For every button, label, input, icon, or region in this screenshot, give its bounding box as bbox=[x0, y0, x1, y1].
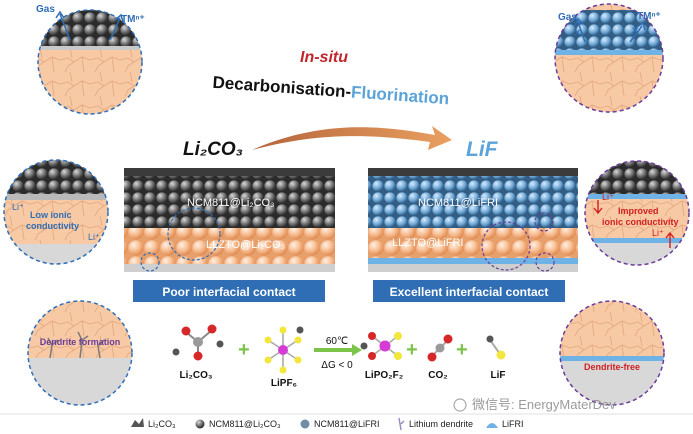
right-top-zoom-circle: ✕ ✕ Gas TMⁿ⁺ bbox=[554, 3, 664, 113]
left-electrolyte-layer bbox=[124, 228, 335, 264]
reaction-temperature: 60℃ bbox=[326, 336, 348, 347]
right-lifri-interlayer bbox=[368, 258, 578, 264]
dendrite-formation-text: Dendrite formation bbox=[40, 337, 121, 347]
left-mid-li-a: Li⁺ bbox=[12, 202, 24, 212]
left-banner-text: Poor interfacial contact bbox=[162, 285, 295, 299]
left-cathode-label: NCM811@Li₂CO₃ bbox=[187, 197, 275, 209]
li2co3-molecule bbox=[172, 324, 224, 361]
lipf6-formula: LiPF₆ bbox=[271, 378, 297, 389]
right-cell-stack: NCM811@LiFRI LLZTO@LiFRI Excellent inter… bbox=[368, 168, 578, 302]
product-label: LiF bbox=[466, 138, 499, 161]
right-mid-text-1: Improved bbox=[618, 206, 659, 216]
right-bottom-zoom-circle: Dendrite-free bbox=[559, 300, 665, 406]
svg-text:✕: ✕ bbox=[573, 28, 581, 39]
reaction-arrow bbox=[314, 344, 362, 356]
dendrite-free-text: Dendrite-free bbox=[584, 362, 640, 372]
right-electrolyte-label: LLZTO@LiFRI bbox=[392, 237, 463, 249]
process-title: Decarbonisation-Fluorination bbox=[212, 73, 450, 108]
legend-li2co3: Li₂CO₃ bbox=[148, 419, 176, 429]
watermark-text: 微信号: EnergyMaterDev bbox=[472, 397, 616, 412]
conversion-arrow bbox=[252, 126, 452, 150]
svg-text:Decarbonisation-Fluorination: Decarbonisation-Fluorination bbox=[212, 73, 450, 108]
left-lithium-metal bbox=[124, 264, 335, 272]
co2-formula: CO₂ bbox=[428, 370, 447, 381]
svg-text:✕: ✕ bbox=[631, 26, 639, 37]
legend: Li₂CO₃ NCM811@Li₂CO₃ NCM811@LiFRI Lithiu… bbox=[0, 413, 693, 431]
left-banner bbox=[133, 280, 325, 302]
li2co3-formula: Li₂CO₃ bbox=[180, 370, 213, 381]
lifri-legend-icon bbox=[486, 423, 498, 428]
right-banner bbox=[373, 280, 565, 302]
left-cathode-layer bbox=[124, 176, 335, 228]
right-banner-text: Excellent interfacial contact bbox=[390, 285, 549, 299]
svg-text:+: + bbox=[456, 339, 468, 361]
wechat-icon bbox=[453, 398, 467, 412]
left-mid-text-2: conductivity bbox=[26, 221, 79, 231]
lithium-dendrite-legend-icon bbox=[398, 417, 405, 431]
li2co3-legend-icon bbox=[131, 418, 144, 427]
ncm811-li2co3-legend-icon bbox=[195, 419, 205, 429]
left-electrolyte-label: LLZTO@Li₂CO₃ bbox=[206, 239, 285, 251]
lipo2f2-molecule bbox=[360, 332, 402, 360]
right-mid-text-2: ionic conductivity bbox=[602, 217, 679, 227]
right-current-collector bbox=[368, 168, 578, 176]
fluorination-text: Fluorination bbox=[350, 82, 449, 108]
left-mid-text-1: Low ionic bbox=[30, 210, 72, 220]
left-contact-highlight bbox=[167, 207, 221, 261]
right-cathode-label: NCM811@LiFRI bbox=[418, 197, 498, 209]
watermark: 微信号: EnergyMaterDev bbox=[453, 397, 616, 412]
lif-molecule bbox=[486, 335, 506, 360]
co2-molecule bbox=[427, 334, 453, 362]
right-tm-label: TMⁿ⁺ bbox=[637, 11, 661, 22]
right-top-highlight bbox=[534, 212, 554, 232]
lipf6-molecule bbox=[264, 326, 304, 374]
lipo2f2-formula: LiPO₂F₂ bbox=[365, 370, 403, 381]
right-gas-label: Gas bbox=[558, 12, 577, 23]
left-mid-li-b: Li⁺ bbox=[88, 232, 100, 242]
svg-text:+: + bbox=[238, 339, 250, 361]
legend-ncm811-li2co3: NCM811@Li₂CO₃ bbox=[209, 419, 281, 429]
lif-formula: LiF bbox=[491, 370, 506, 381]
right-bottom-highlight bbox=[535, 252, 555, 272]
legend-lifri: LiFRI bbox=[502, 419, 524, 429]
left-cell-stack: NCM811@Li₂CO₃ LLZTO@Li₂CO₃ Poor interfac… bbox=[124, 168, 335, 302]
right-mid-zoom-circle: Li⁺ Improved ionic conductivity Li⁺ bbox=[584, 160, 690, 266]
right-lithium-metal bbox=[368, 264, 578, 272]
left-bottom-zoom-circle: Dendrite formation bbox=[27, 300, 133, 406]
reaction-dg: ΔG < 0 bbox=[321, 360, 353, 371]
reactant-label: Li₂CO₃ bbox=[183, 139, 243, 160]
left-current-collector bbox=[124, 168, 335, 176]
decarbonisation-text: Decarbonisation bbox=[212, 73, 346, 101]
left-tm-label: TMⁿ⁺ bbox=[121, 14, 145, 25]
reaction-scheme: Li₂CO₃ + LiPF₆ 60℃ ΔG < 0 bbox=[172, 324, 506, 389]
ncm811-lifri-legend-icon bbox=[300, 419, 310, 429]
insitu-title: In-situ bbox=[300, 49, 348, 66]
left-mid-zoom-circle: Low ionic conductivity Li⁺ Li⁺ bbox=[3, 159, 109, 265]
right-cathode-layer bbox=[368, 176, 578, 228]
right-contact-highlight bbox=[481, 221, 531, 271]
left-gap-highlight bbox=[140, 252, 160, 272]
legend-ncm811-lifri: NCM811@LiFRI bbox=[314, 419, 379, 429]
right-mid-li-b: Li⁺ bbox=[652, 228, 664, 238]
legend-lithium-dendrite: Lithium dendrite bbox=[409, 419, 473, 429]
right-mid-li-a: Li⁺ bbox=[602, 192, 614, 202]
svg-text:+: + bbox=[406, 339, 418, 361]
left-top-zoom-circle: Gas TMⁿ⁺ bbox=[36, 4, 145, 115]
left-gas-label: Gas bbox=[36, 4, 55, 15]
